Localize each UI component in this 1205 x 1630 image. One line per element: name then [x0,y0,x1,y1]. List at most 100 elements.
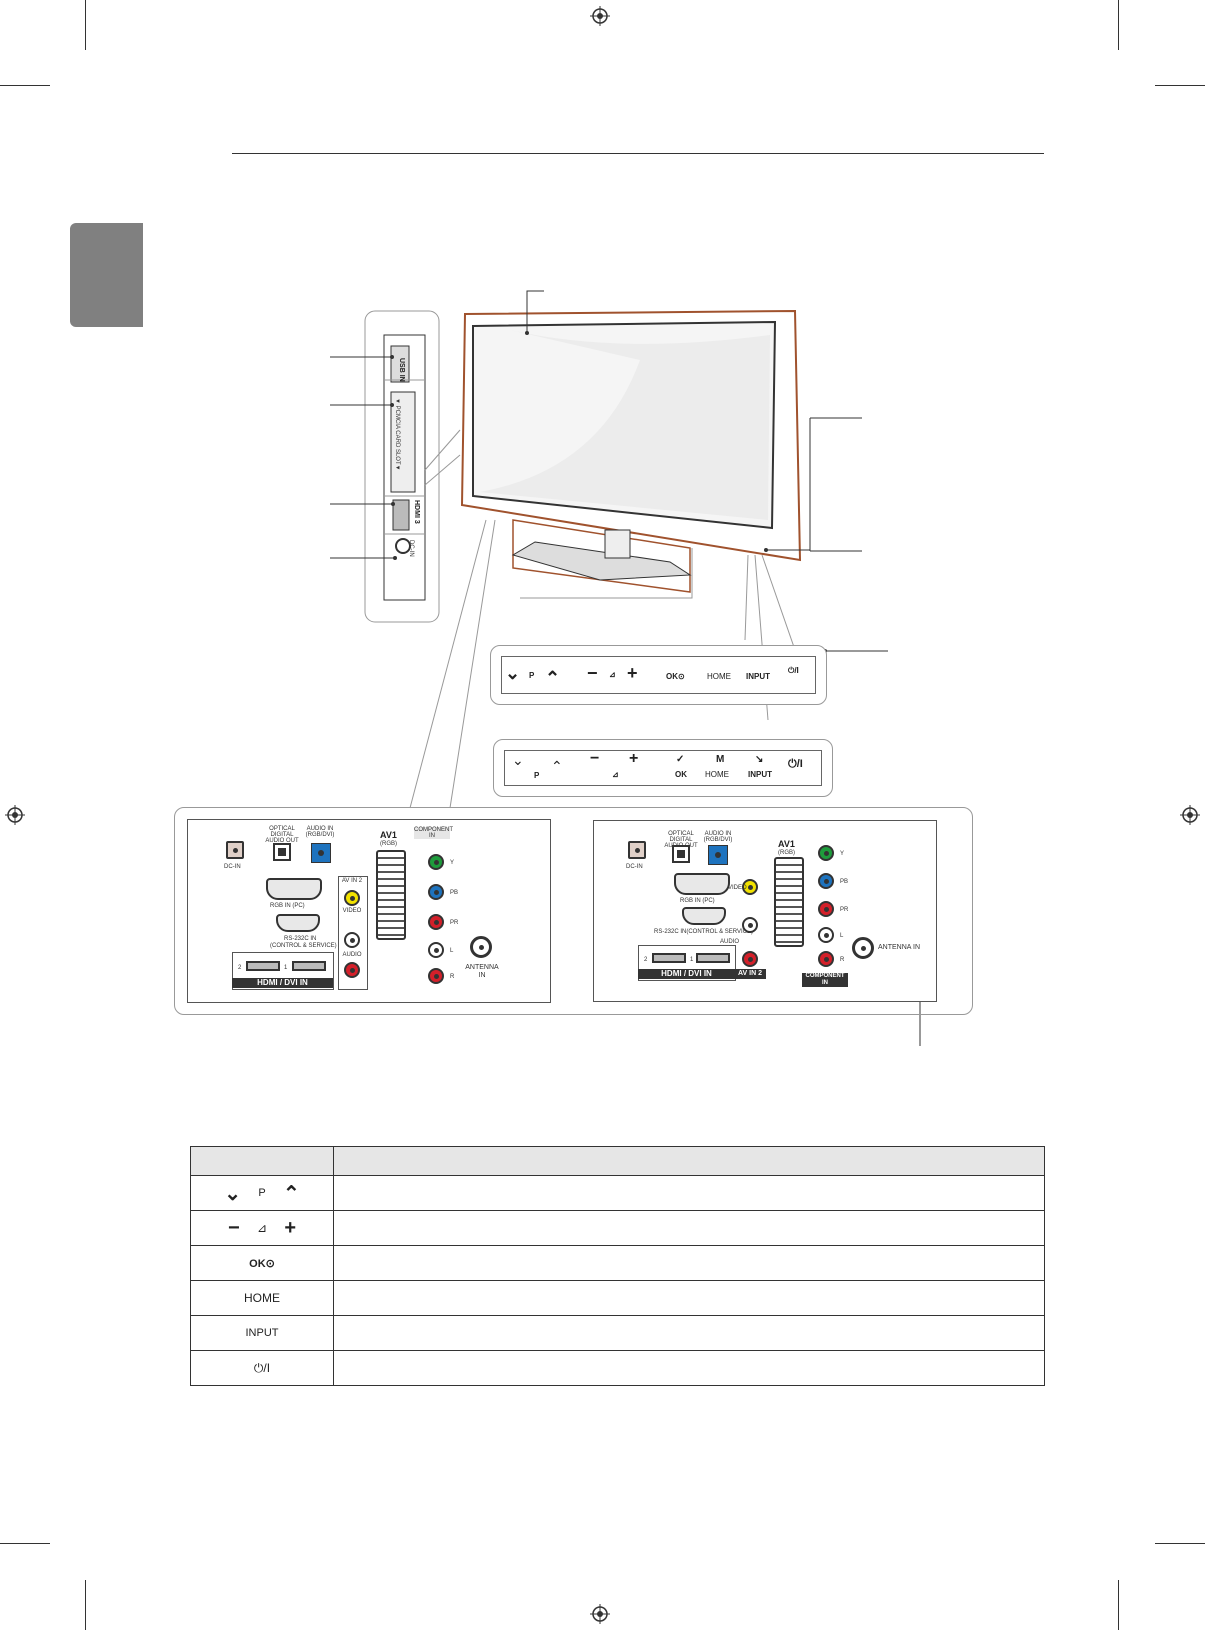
component-pb-jack[interactable] [428,884,444,900]
av2-audio-l-jack[interactable] [742,917,758,933]
hdmi-2-port[interactable] [246,961,280,971]
audio-l-jack[interactable] [818,927,834,943]
table-row: OK⊙ [190,1245,1045,1281]
crop-mark [1155,85,1205,86]
scart-port[interactable] [774,857,804,947]
av1-rgb-label: (RGB) [778,850,795,856]
crop-mark [1155,1543,1205,1544]
rgb-pc-port[interactable] [266,878,322,900]
table-row: ⏻/I [190,1350,1045,1386]
rgb-in-label: RGB IN (PC) [270,903,305,909]
rgb-pc-port[interactable] [674,873,730,895]
rear-panel-right: DC-IN OPTICAL DIGITAL AUDIO OUT AUDIO IN… [593,820,937,1002]
audio-in-jack[interactable] [708,845,728,865]
component-y-jack[interactable] [818,845,834,861]
dcin-side-label: DC-IN [408,540,414,557]
input-arrow-icon: ↘ [755,754,764,765]
home-button[interactable]: HOME [707,672,731,681]
ok-button[interactable]: OK⊙ [666,672,685,681]
antenna-jack[interactable] [470,936,492,958]
audio-l-jack[interactable] [428,942,444,958]
input-button[interactable]: INPUT [748,770,772,779]
optical-port[interactable] [672,845,690,863]
volume-icon: ⊿ [609,670,616,679]
av2-audio-r-jack[interactable] [742,951,758,967]
hdmi-dvi-label: HDMI / DVI IN [638,969,735,979]
hdmi-2-port[interactable] [652,953,686,963]
registration-mark-icon [1180,805,1200,825]
av2-video-label: VIDEO [728,885,747,891]
audio-in-label: AUDIO IN (RGB/DVI) [305,826,335,838]
antenna-label: ANTENNA IN [465,964,499,979]
audio-r-label: R [450,974,455,980]
volume-down-icon[interactable]: − [590,750,600,767]
power-symbol-cell: ⏻/I [190,1350,334,1386]
dcin-label: DC-IN [626,864,643,870]
rs232c-port[interactable] [276,914,320,932]
ok-button[interactable]: OK [675,770,687,779]
hdmi3-label: HDMI 3 [413,500,420,524]
antenna-jack[interactable] [852,937,874,959]
tv-illustration [330,290,922,1046]
av2-video-label: VIDEO [342,908,362,914]
volume-up-icon[interactable]: + [627,663,638,683]
av2-audio-l-jack[interactable] [344,932,360,948]
control-panel-a: ⌄ P ⌃ − ⊿ + OK⊙ HOME INPUT ⏻/I [490,645,827,705]
av2-video-jack[interactable] [344,890,360,906]
audio-in-label: AUDIO IN (RGB/DVI) [703,831,733,843]
component-pr-jack[interactable] [428,914,444,930]
chevron-down-icon[interactable]: ⌄ [505,663,521,683]
volume-down-icon[interactable]: − [587,663,598,683]
component-pb-jack[interactable] [818,873,834,889]
av1-label: AV1 [778,839,795,849]
scart-port[interactable] [376,850,406,940]
program-label: P [258,1187,266,1199]
hdmi-dvi-box [232,952,334,990]
audio-r-jack[interactable] [428,968,444,984]
optical-port[interactable] [273,843,291,861]
button-description-cell [333,1245,1045,1281]
component-y-label: Y [840,851,845,857]
rs232c-label: RS-232C IN(CONTROL & SERVICE) [654,929,754,935]
button-symbol-cell: − ⊿ + [190,1210,334,1246]
home-button[interactable]: HOME [705,770,729,779]
crop-mark [0,1543,50,1544]
input-button[interactable]: INPUT [746,672,770,681]
hdmi-1-port[interactable] [696,953,730,963]
dcin-jack[interactable] [226,841,244,859]
audio-r-jack[interactable] [818,951,834,967]
hdmi-1-port[interactable] [292,961,326,971]
hdmi-dvi-label: HDMI / DVI IN [232,978,333,988]
hdmi-dvi-box [638,945,736,981]
power-button[interactable]: ⏻/I [788,666,799,675]
rs232c-port[interactable] [682,907,726,925]
usb-in-label: USB IN [398,358,405,382]
program-label: P [529,671,535,680]
component-pr-label: PR [450,920,459,926]
rgb-in-label: RGB IN (PC) [680,898,715,904]
hdmi-1-label: 1 [690,957,694,963]
table-row: ⌄ P ⌃ [190,1175,1045,1211]
chevron-down-icon: ⌄ [224,1182,241,1205]
av2-audio-r-jack[interactable] [344,962,360,978]
button-function-table: ⌄ P ⌃ − ⊿ + OK⊙ HOME INPUT ⏻/I [190,1146,1045,1386]
power-button[interactable]: ⏻/I [788,758,803,770]
crop-mark [85,0,86,50]
component-pb-label: PB [840,879,849,885]
component-pr-jack[interactable] [818,901,834,917]
crop-mark [1118,1580,1119,1630]
program-label: P [534,771,540,780]
component-y-jack[interactable] [428,854,444,870]
audio-l-label: L [450,948,454,954]
crop-mark [1118,0,1119,50]
chevron-up-icon[interactable]: ⌃ [545,668,561,688]
av2-video-jack[interactable] [742,879,758,895]
av-in2-label: AV IN 2 [734,969,766,979]
audio-in-jack[interactable] [311,843,331,863]
crop-mark [0,85,50,86]
chevron-down-icon[interactable]: ⌄ [512,752,524,768]
chevron-up-icon[interactable]: ⌃ [551,758,563,774]
audio-l-label: L [840,933,844,939]
dcin-jack[interactable] [628,841,646,859]
volume-up-icon[interactable]: + [629,750,639,767]
